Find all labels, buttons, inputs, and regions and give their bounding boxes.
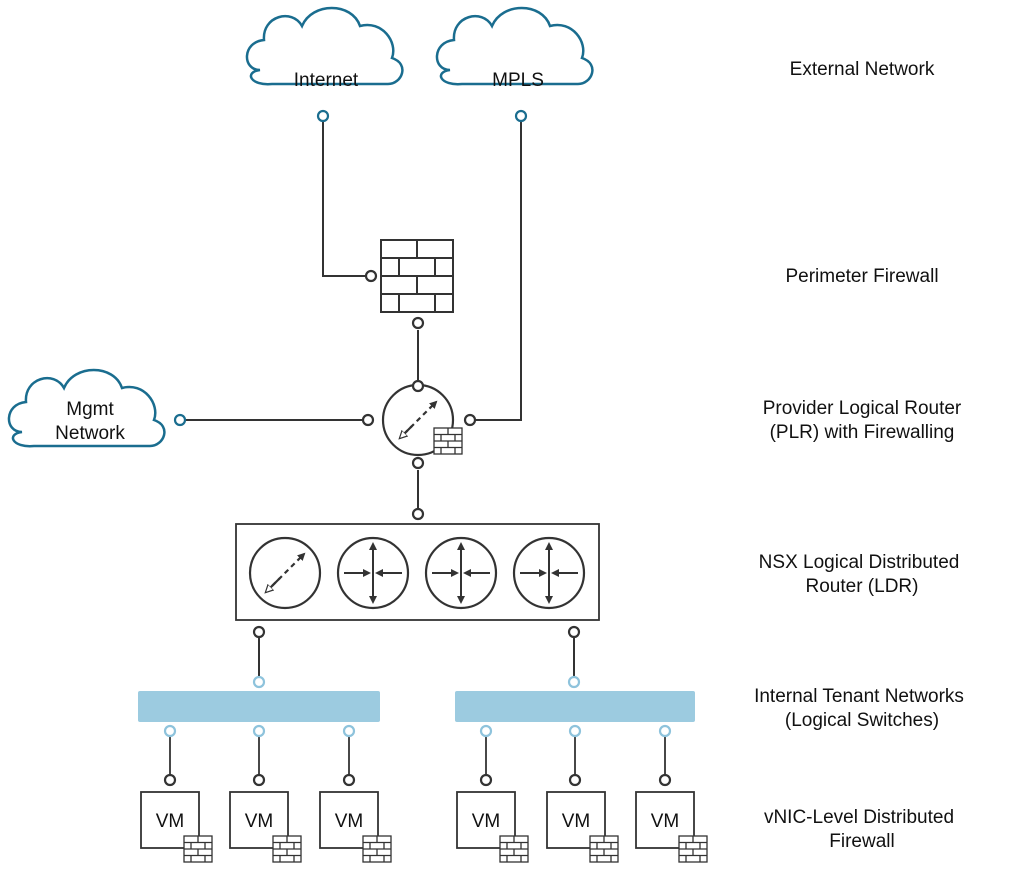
mgmt-port	[173, 413, 187, 427]
internet-port	[316, 109, 330, 123]
ldr-router-icon-4	[512, 536, 586, 610]
ldr-label-line1: NSX Logical Distributed	[759, 552, 960, 573]
plr-port-left	[361, 413, 375, 427]
tenant-label-line2: (Logical Switches)	[785, 710, 939, 731]
mpls-cloud: MPLS	[435, 6, 594, 91]
perimeter-firewall-label: Perimeter Firewall	[785, 266, 938, 287]
logical-switch-left	[138, 691, 380, 722]
ldr-label-line2: Router (LDR)	[806, 576, 919, 597]
switch-right-port-top	[567, 675, 581, 689]
switch-right-port-1	[479, 724, 493, 738]
plr-label-line1: Provider Logical Router	[763, 398, 962, 419]
firewall-port-bottom	[411, 316, 425, 330]
vm-port	[568, 773, 582, 787]
ldr-router-icon-1	[248, 536, 322, 610]
plr-router-icon	[381, 383, 463, 457]
vm-firewall-icon	[589, 835, 619, 863]
mgmt-network-cloud: Mgmt Network	[7, 368, 166, 448]
vnic-label-line2: Firewall	[829, 831, 894, 852]
ldr-box	[235, 523, 600, 621]
mgmt-label-line2: Network	[55, 423, 125, 444]
switch-right-port-3	[658, 724, 672, 738]
ldr-port-right	[567, 625, 581, 639]
wire-internet-firewall	[322, 122, 365, 277]
connections	[169, 122, 666, 774]
vm-firewall-icon	[183, 835, 213, 863]
vm-label: VM	[156, 811, 185, 832]
plr-label-line2: (PLR) with Firewalling	[770, 422, 955, 443]
switch-left-port-top	[252, 675, 266, 689]
switch-right-port-2	[568, 724, 582, 738]
plr-port-right	[463, 413, 477, 427]
vnic-label-line1: vNIC-Level Distributed	[764, 807, 954, 828]
vm-2: VM	[229, 773, 302, 863]
plr-port-bottom	[411, 456, 425, 470]
switch-left-port-1	[163, 724, 177, 738]
plr-firewall-icon	[433, 427, 463, 455]
perimeter-firewall-icon	[380, 239, 454, 313]
vm-firewall-icon	[362, 835, 392, 863]
plr-port-top	[411, 379, 425, 393]
ldr-port-left	[252, 625, 266, 639]
wire-mpls-plr	[476, 122, 522, 421]
vm-5: VM	[546, 773, 619, 863]
vm-port	[252, 773, 266, 787]
vm-firewall-icon	[678, 835, 708, 863]
mpls-label: MPLS	[492, 70, 544, 91]
vm-label: VM	[651, 811, 680, 832]
vm-4: VM	[456, 773, 529, 863]
switch-left-port-3	[342, 724, 356, 738]
ldr-router-icon-2	[336, 536, 410, 610]
vm-6: VM	[635, 773, 708, 863]
vm-firewall-icon	[499, 835, 529, 863]
switch-left-port-2	[252, 724, 266, 738]
ldr-port-top	[411, 507, 425, 521]
mpls-port	[514, 109, 528, 123]
firewall-port-left	[364, 269, 378, 283]
vm-firewall-icon	[272, 835, 302, 863]
external-network-label: External Network	[790, 59, 935, 80]
internet-label: Internet	[294, 70, 359, 91]
ldr-router-icon-3	[424, 536, 498, 610]
vm-label: VM	[335, 811, 364, 832]
layer-labels: External Network Perimeter Firewall Prov…	[754, 59, 964, 852]
vm-port	[658, 773, 672, 787]
vm-1: VM	[140, 773, 213, 863]
vm-3: VM	[319, 773, 392, 863]
vm-port	[479, 773, 493, 787]
mgmt-label-line1: Mgmt	[66, 399, 114, 420]
vm-port	[342, 773, 356, 787]
internet-cloud: Internet	[245, 6, 404, 91]
logical-switch-right	[455, 691, 695, 722]
vm-label: VM	[245, 811, 274, 832]
tenant-label-line1: Internal Tenant Networks	[754, 686, 964, 707]
vm-port	[163, 773, 177, 787]
vm-label: VM	[562, 811, 591, 832]
vm-label: VM	[472, 811, 501, 832]
